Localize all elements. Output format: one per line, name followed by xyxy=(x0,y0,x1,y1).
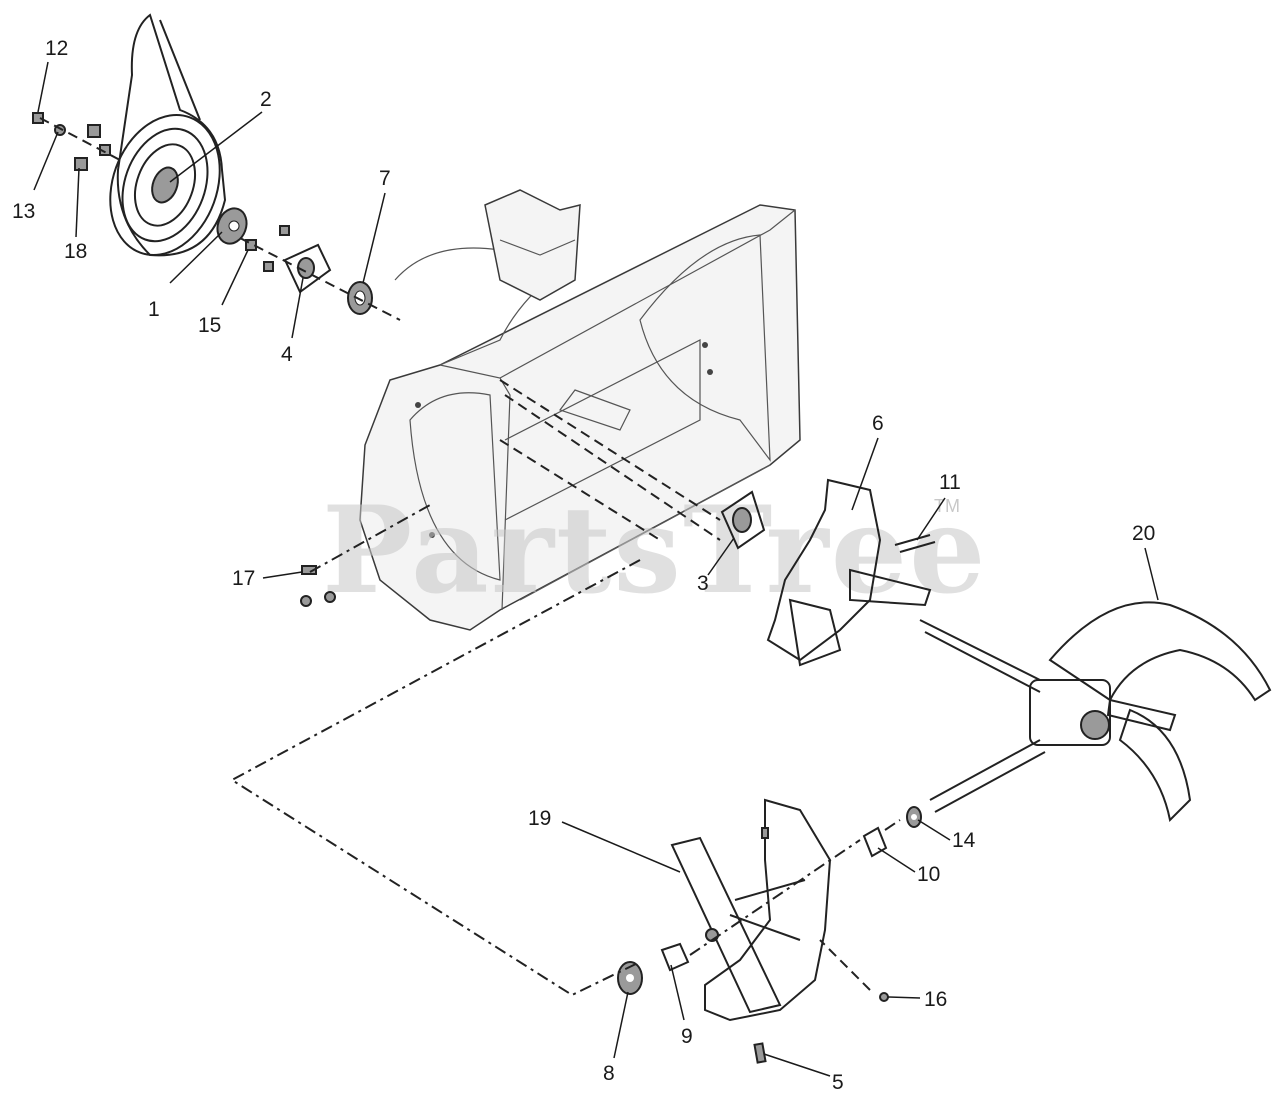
callout-17: 17 xyxy=(232,567,255,590)
callout-18: 18 xyxy=(64,240,87,263)
callout-14: 14 xyxy=(952,829,976,852)
watermark: PartsTree TM xyxy=(322,480,987,621)
callout-3: 3 xyxy=(697,572,709,595)
bearing-flange-part-3 xyxy=(720,490,766,550)
callout-9: 9 xyxy=(681,1025,693,1048)
side-plate-part-19 xyxy=(670,798,832,1022)
callout-13: 13 xyxy=(12,200,35,223)
shaft-line-lower xyxy=(504,394,721,541)
shaft-line-upper xyxy=(499,379,721,521)
callout-19: 19 xyxy=(528,807,551,830)
callout-15: 15 xyxy=(198,314,221,337)
watermark-trademark: TM xyxy=(934,496,960,516)
shear-pins-part-11 xyxy=(894,534,936,553)
side-plate-part-6 xyxy=(766,478,932,667)
washer-bushing-parts xyxy=(862,806,922,858)
bearing-bushing-lower xyxy=(617,942,690,995)
callout-11: 11 xyxy=(939,471,961,494)
callout-2: 2 xyxy=(260,88,272,111)
bearing-flange-parts xyxy=(239,225,401,321)
bolt-hardware-left xyxy=(32,112,121,171)
callout-12: 12 xyxy=(45,37,68,60)
callout-16: 16 xyxy=(924,988,947,1011)
callout-4: 4 xyxy=(281,343,293,366)
auger-part-20 xyxy=(1029,601,1272,823)
callout-7: 7 xyxy=(379,167,391,190)
alignment-line xyxy=(230,504,901,997)
callout-10: 10 xyxy=(917,863,940,886)
callout-20: 20 xyxy=(1132,522,1155,545)
auger-shaft xyxy=(919,619,1046,813)
pulley-assembly xyxy=(109,13,227,257)
bolts-part-17 xyxy=(300,565,336,607)
callout-6: 6 xyxy=(872,412,884,435)
callout-8: 8 xyxy=(603,1062,615,1085)
auger-housing xyxy=(359,189,801,631)
callouts: 12 2 13 18 1 15 4 7 6 11 20 17 3 19 14 1… xyxy=(12,37,1159,1094)
hub-part-1 xyxy=(216,207,248,245)
watermark-text: PartsTree xyxy=(322,480,987,621)
alignment-line-16 xyxy=(819,939,871,991)
callout-1: 1 xyxy=(148,298,160,321)
callout-5: 5 xyxy=(832,1071,844,1094)
